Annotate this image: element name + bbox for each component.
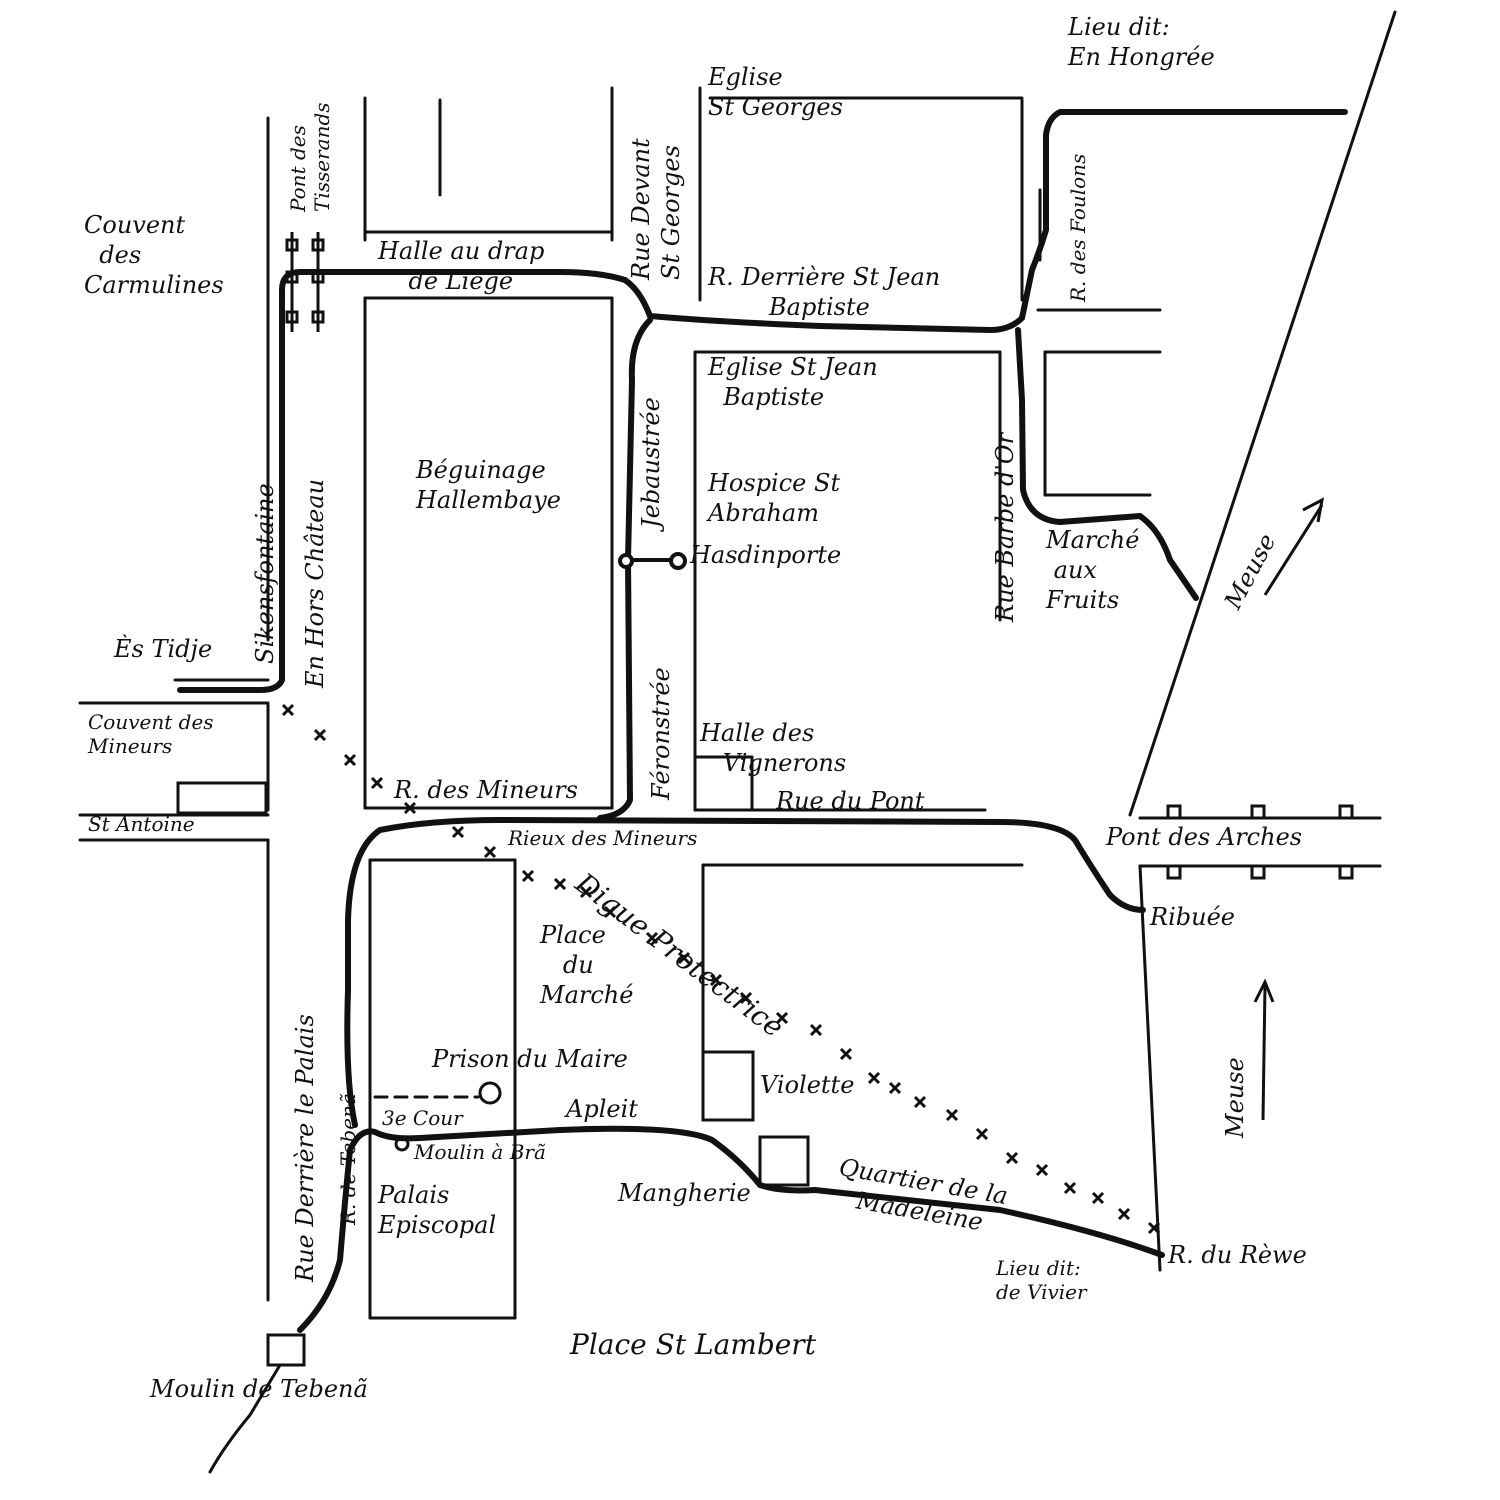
digue-cross-mark [1117,1207,1131,1221]
label-r-de-tebena: R. de Tebenã [336,1093,360,1225]
label-meuse-lower: Meuse [1221,1057,1249,1138]
label-moulin-de-tebena: Moulin de Tebenã [150,1375,368,1403]
label-halle-des-vignerons: Halle des Vignerons [700,719,847,777]
label-r-derriere-st-jean: R. Derrière St Jean Baptiste [708,263,941,321]
digue-cross-mark [888,1081,902,1095]
label-palais-episcopal: Palais Episcopal [378,1181,497,1239]
label-prison-du-maire: Prison du Maire [432,1045,628,1073]
digue-protectrice-crosses [281,703,1161,1235]
label-rue-devant-st-georges: Rue Devant St Georges [627,138,685,280]
pont-des-tisserands-bridge [285,232,325,332]
digue-cross-mark [1005,1151,1019,1165]
label-couvent-des-carmulines: Couvent des Carmulines [84,211,224,299]
digue-cross-mark [945,1108,959,1122]
digue-cross-mark [677,951,691,965]
label-hospice-st-abraham: Hospice St Abraham [708,469,841,527]
digue-cross-mark [1063,1181,1077,1195]
label-troisieme-cour: 3e Cour [382,1106,463,1130]
label-jebaustree: Jebaustrée [637,397,665,528]
digue-cross-mark [839,1047,853,1061]
digue-cross-mark [521,869,535,883]
digue-cross-mark [483,845,497,859]
label-lieu-dit-en-hongree: Lieu dit: En Hongrée [1068,13,1215,71]
label-halle-au-drap: Halle au drap de Liège [378,237,545,295]
label-rue-du-pont: Rue du Pont [776,787,925,815]
label-marche-aux-fruits: Marché aux Fruits [1046,526,1140,614]
digue-cross-mark [403,801,417,815]
digue-cross-mark [1035,1163,1049,1177]
label-feronstree: Féronstrée [647,667,675,800]
digue-cross-mark [343,753,357,767]
label-pont-des-arches: Pont des Arches [1106,823,1303,851]
digue-cross-mark [451,825,465,839]
label-place-st-lambert: Place St Lambert [570,1328,816,1361]
digue-cross-mark [775,1011,789,1025]
label-en-hors-chateau: En Hors Château [301,478,329,688]
digue-cross-mark [281,703,295,717]
digue-cross-mark [553,877,567,891]
label-r-des-mineurs: R. des Mineurs [394,776,578,804]
digue-cross-mark [579,885,593,899]
digue-cross-mark [913,1095,927,1109]
label-eglise-st-jean: Eglise St Jean Baptiste [708,353,878,411]
label-pont-des-tisserands: Pont des Tisserands [286,102,334,212]
label-rue-barbe-d-or: Rue Barbe d'Or [991,432,1019,622]
label-r-du-rewe: R. du Rèwe [1168,1241,1307,1269]
label-couvent-des-mineurs: Couvent des Mineurs [88,710,214,758]
digue-cross-mark [1147,1221,1161,1235]
digue-cross-mark [645,931,659,945]
label-lieu-dit-de-vivier: Lieu dit: de Vivier [996,1256,1087,1304]
digue-cross-mark [1091,1191,1105,1205]
digue-cross-mark [975,1127,989,1141]
digue-cross-mark [709,973,723,987]
digue-cross-mark [867,1071,881,1085]
label-sikensfontaine: Sikensfontaine [251,483,279,664]
label-beguinage-hallembaye: Béguinage Hallembaye [416,456,561,514]
label-ribuee: Ribuée [1150,903,1235,931]
digue-cross-mark [370,776,384,790]
meuse-flow-arrows [1253,497,1325,1121]
digue-cross-mark [603,905,617,919]
digue-cross-mark [739,991,753,1005]
digue-cross-mark [809,1023,823,1037]
label-st-antoine: St Antoine [88,812,195,836]
label-eglise-st-georges: Eglise St Georges [708,63,843,121]
label-violette: Violette [760,1071,855,1099]
label-place-du-marche: Place du Marché [540,921,634,1009]
label-r-des-foulons: R. des Foulons [1066,153,1090,302]
label-rue-derriere-le-palais: Rue Derrière le Palais [291,1014,319,1282]
label-moulin-a-bra: Moulin à Brã [414,1140,546,1164]
digue-cross-mark [313,728,327,742]
label-hasdinporte: Hasdinporte [690,541,842,569]
label-apleit: Apleit [566,1095,638,1123]
label-es-tidje: Ès Tidje [114,635,213,663]
label-rieux-des-mineurs: Rieux des Mineurs [508,826,698,850]
label-mangherie: Mangherie [618,1179,751,1207]
